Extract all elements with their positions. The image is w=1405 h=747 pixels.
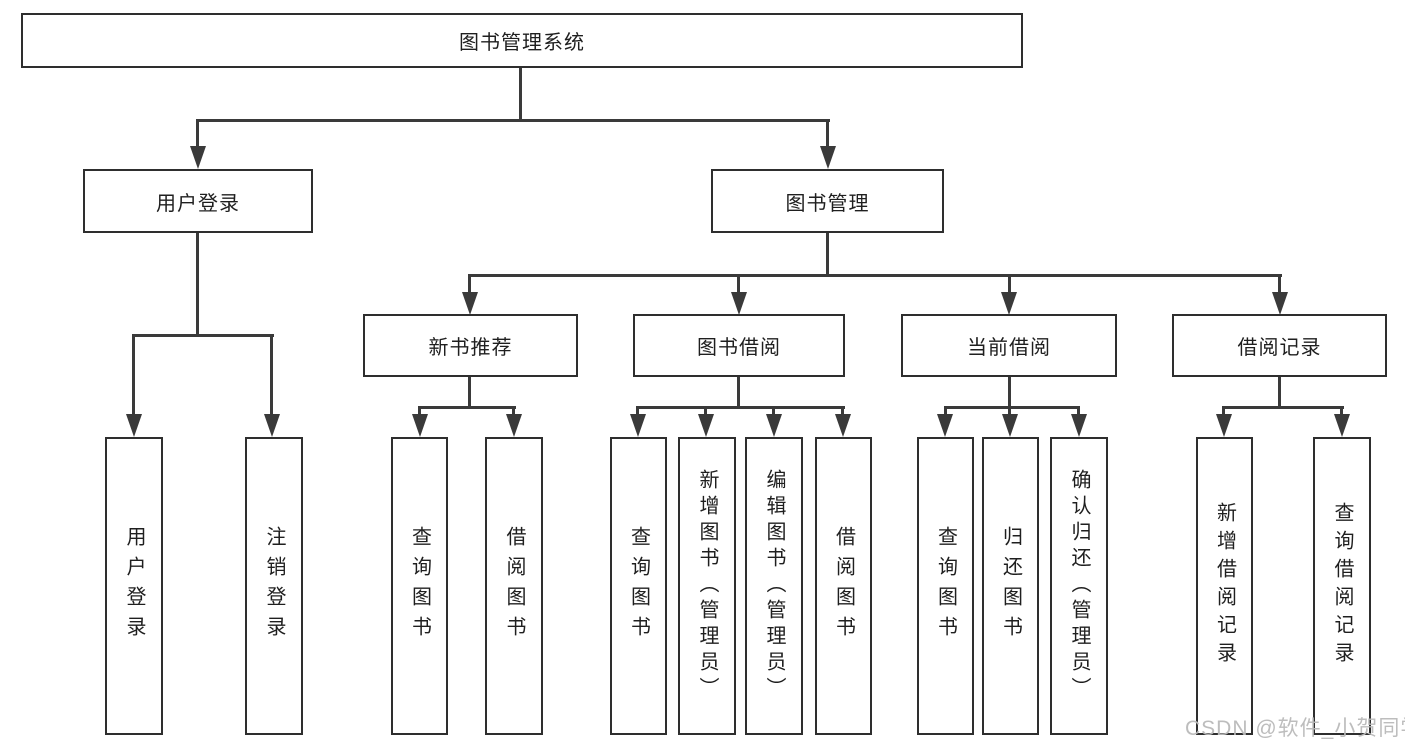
node-borrow-add-books-admin-label: 新增图书（管理员）: [696, 469, 718, 703]
connector-user-login-stub: [196, 119, 199, 147]
connector-borrowrecords-leaf1-stub: [1222, 406, 1225, 417]
arrowhead-currentborrow: [1001, 292, 1017, 315]
connector-login-leaf-stub: [132, 334, 135, 416]
node-records-query-record-label: 查询借阅记录: [1331, 502, 1353, 670]
arrowhead-borrowrecords: [1272, 292, 1288, 315]
connector-user-login-stem: [196, 233, 199, 337]
node-borrow-records-label: 借阅记录: [1237, 337, 1322, 359]
node-current-query-books-label: 查询图书: [934, 526, 957, 646]
connector-currentborrow-rail: [944, 406, 1080, 409]
csdn-watermark: CSDN @软件_小贺同学: [1185, 717, 1405, 740]
connector-bookborrow-leaf4-stub: [841, 406, 844, 417]
connector-newbook-leaf2-stub: [512, 406, 515, 417]
connector-user-login-rail: [132, 334, 274, 337]
connector-newbook-stem: [468, 377, 471, 409]
node-user-login-label: 用户登录: [156, 192, 240, 215]
connector-root-stem: [519, 68, 522, 122]
connector-book-mgmt-stub: [826, 119, 829, 147]
arrowhead-newbook-leaf2: [506, 414, 522, 437]
connector-bookborrow-leaf3-stub: [772, 406, 775, 417]
node-borrow-edit-books-admin: 编辑图书（管理员）: [745, 437, 803, 735]
node-library-system-label: 图书管理系统: [459, 32, 585, 54]
arrowhead-currentborrow-leaf3: [1071, 414, 1087, 437]
node-current-borrow: 当前借阅: [901, 314, 1117, 377]
arrowhead-newbook: [462, 292, 478, 315]
arrowhead-bookborrow-leaf1: [630, 414, 646, 437]
node-logout-leaf-label: 注销登录: [263, 526, 285, 646]
arrowhead-bookborrow: [731, 292, 747, 315]
connector-currentborrow-stub: [1008, 274, 1011, 295]
node-records-query-record: 查询借阅记录: [1313, 437, 1371, 735]
arrowhead-borrowrecords-leaf1: [1216, 414, 1232, 437]
connector-level3-rail: [468, 274, 1282, 277]
arrowhead-bookborrow-leaf4: [835, 414, 851, 437]
connector-bookborrow-leaf1-stub: [636, 406, 639, 417]
connector-bookborrow-stub: [737, 274, 740, 295]
node-new-book-recommend-label: 新书推荐: [428, 337, 513, 359]
node-new-book-recommend: 新书推荐: [363, 314, 578, 377]
arrowhead-bookborrow-leaf3: [766, 414, 782, 437]
arrowhead-currentborrow-leaf2: [1002, 414, 1018, 437]
connector-borrowrecords-stub: [1278, 274, 1281, 295]
node-borrow-query-books-label: 查询图书: [627, 526, 650, 646]
node-records-add-record: 新增借阅记录: [1196, 437, 1253, 735]
node-current-return-books-label: 归还图书: [999, 526, 1022, 646]
node-user-login: 用户登录: [83, 169, 313, 233]
node-newbook-query-books: 查询图书: [391, 437, 448, 735]
node-borrow-borrow-books-label: 借阅图书: [832, 526, 855, 646]
node-borrow-add-books-admin: 新增图书（管理员）: [678, 437, 736, 735]
node-logout-leaf: 注销登录: [245, 437, 303, 735]
connector-bookborrow-rail: [636, 406, 845, 409]
node-newbook-borrow-books-label: 借阅图书: [503, 526, 525, 646]
connector-level2-rail: [196, 119, 830, 122]
arrowhead-bookborrow-leaf2: [698, 414, 714, 437]
node-borrow-query-books: 查询图书: [610, 437, 667, 735]
node-book-borrow: 图书借阅: [633, 314, 845, 377]
connector-borrowrecords-rail: [1222, 406, 1344, 409]
connector-borrowrecords-leaf2-stub: [1340, 406, 1343, 417]
arrowhead-currentborrow-leaf1: [937, 414, 953, 437]
node-library-system: 图书管理系统: [21, 13, 1023, 68]
arrowhead-logout-leaf: [264, 414, 280, 437]
arrowhead-user-login: [190, 146, 206, 169]
node-book-management: 图书管理: [711, 169, 944, 233]
connector-borrowrecords-stem: [1278, 377, 1281, 409]
connector-newbook-rail: [418, 406, 516, 409]
arrowhead-newbook-leaf1: [412, 414, 428, 437]
node-newbook-borrow-books: 借阅图书: [485, 437, 543, 735]
arrowhead-login-leaf: [126, 414, 142, 437]
node-book-borrow-label: 图书借阅: [697, 337, 781, 359]
connector-newbook-stub: [468, 274, 471, 295]
connector-newbook-leaf1-stub: [418, 406, 421, 417]
connector-currentborrow-leaf3-stub: [1077, 406, 1080, 417]
connector-bookborrow-leaf2-stub: [704, 406, 707, 417]
node-borrow-records: 借阅记录: [1172, 314, 1387, 377]
node-current-confirm-return-admin-label: 确认归还（管理员）: [1068, 469, 1090, 703]
node-borrow-borrow-books: 借阅图书: [815, 437, 872, 735]
node-current-borrow-label: 当前借阅: [967, 337, 1051, 359]
connector-currentborrow-stem: [1008, 377, 1011, 409]
connector-book-mgmt-stem: [826, 233, 829, 277]
node-user-login-leaf: 用户登录: [105, 437, 163, 735]
node-user-login-leaf-label: 用户登录: [123, 526, 145, 646]
connector-logout-leaf-stub: [270, 334, 273, 416]
connector-bookborrow-stem: [737, 377, 740, 409]
node-current-query-books: 查询图书: [917, 437, 974, 735]
node-records-add-record-label: 新增借阅记录: [1213, 502, 1236, 670]
arrowhead-borrowrecords-leaf2: [1334, 414, 1350, 437]
node-book-management-label: 图书管理: [785, 192, 870, 215]
node-current-confirm-return-admin: 确认归还（管理员）: [1050, 437, 1108, 735]
connector-currentborrow-leaf2-stub: [1008, 406, 1011, 417]
node-newbook-query-books-label: 查询图书: [408, 526, 431, 646]
node-current-return-books: 归还图书: [982, 437, 1039, 735]
node-borrow-edit-books-admin-label: 编辑图书（管理员）: [763, 469, 785, 703]
connector-currentborrow-leaf1-stub: [944, 406, 947, 417]
arrowhead-book-mgmt: [820, 146, 836, 169]
